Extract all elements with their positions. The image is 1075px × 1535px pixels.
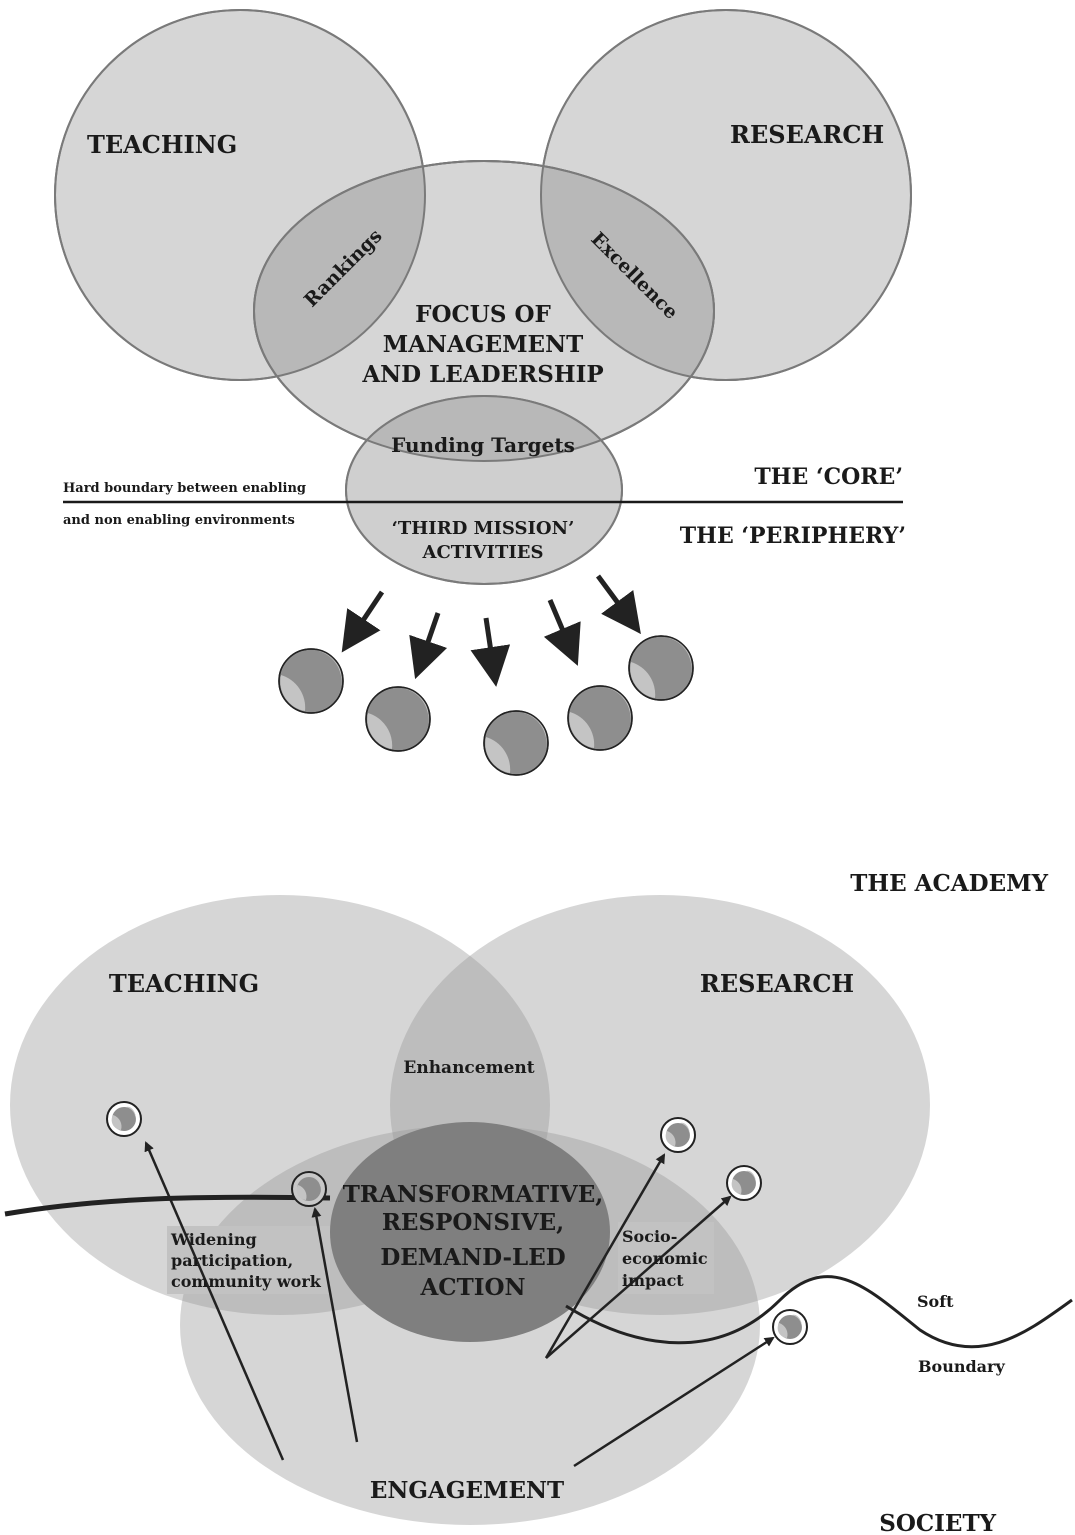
engagement-label: ENGAGEMENT <box>370 1477 564 1504</box>
socio-line-2: economic <box>622 1249 708 1268</box>
arrow-icon <box>573 1336 775 1468</box>
third-mission-line-1: ‘THIRD MISSION’ <box>392 518 575 539</box>
ball-icon <box>483 710 549 776</box>
boundary-label-line-1: Hard boundary between enabling <box>63 481 306 496</box>
bottom-research-label: RESEARCH <box>700 969 854 998</box>
funding-targets-label: Funding Targets <box>391 433 575 457</box>
periphery-arrows <box>341 574 641 687</box>
socio-line-1: Socio- <box>622 1227 677 1246</box>
arrow-icon <box>544 1153 666 1359</box>
focus-line-2: MANAGEMENT <box>383 331 583 358</box>
widening-box <box>167 1226 330 1294</box>
ball-icon <box>772 1309 808 1345</box>
bottom-teaching-label: TEACHING <box>109 969 259 998</box>
rankings-overlap <box>254 161 425 380</box>
arrow-icon <box>311 1207 359 1443</box>
center-action-ellipse <box>330 1122 610 1342</box>
arrow-icon <box>144 1141 285 1461</box>
soft-label: Soft <box>917 1292 954 1311</box>
arrow-icon <box>543 599 581 666</box>
center-line-4: ACTION <box>419 1274 525 1301</box>
periphery-label: THE ‘PERIPHERY’ <box>680 523 906 549</box>
soft-boundary-curve <box>565 1275 1073 1349</box>
center-line-3: DEMAND-LED <box>380 1244 565 1271</box>
arrow-icon <box>470 617 511 687</box>
left-boundary-curve <box>4 1194 331 1217</box>
engagement-balls <box>106 1101 808 1345</box>
ball-icon <box>567 685 633 751</box>
focus-line-1: FOCUS OF <box>415 301 551 328</box>
ball-icon <box>106 1101 142 1137</box>
bottom-diagram: THE ACADEMY TEACHING RESEARCH Enhancemen… <box>4 870 1073 1535</box>
ball-icon <box>660 1117 696 1153</box>
center-line-1: TRANSFORMATIVE, <box>343 1181 604 1208</box>
engagement-arrows <box>144 1141 775 1468</box>
arrow-icon <box>595 574 641 635</box>
boundary-label: Boundary <box>918 1357 1005 1376</box>
ball-icon <box>726 1165 762 1201</box>
top-teaching-label: TEACHING <box>87 130 237 159</box>
enhancement-label: Enhancement <box>403 1058 534 1078</box>
excellence-overlap <box>541 161 714 380</box>
ball-icon <box>628 635 694 701</box>
top-research-label: RESEARCH <box>730 120 884 149</box>
ball-icon <box>291 1171 327 1207</box>
socio-line-3: impact <box>622 1271 684 1290</box>
widening-line-3: community work <box>171 1272 322 1291</box>
academy-label: THE ACADEMY <box>850 870 1048 897</box>
widening-line-2: participation, <box>171 1251 293 1270</box>
top-diagram: TEACHING RESEARCH Rankings Excellence FO… <box>54 9 912 776</box>
focus-line-3: AND LEADERSHIP <box>361 361 603 388</box>
ball-icon <box>365 686 431 752</box>
ball-icon <box>278 648 344 714</box>
widening-line-1: Widening <box>170 1230 257 1249</box>
core-label: THE ‘CORE’ <box>754 464 903 490</box>
center-line-2: RESPONSIVE, <box>382 1209 564 1236</box>
society-label: SOCIETY <box>879 1510 996 1535</box>
arrow-icon <box>545 1195 732 1359</box>
third-mission-line-2: ACTIVITIES <box>421 542 543 563</box>
arrow-icon <box>409 612 448 680</box>
periphery-balls <box>278 635 694 776</box>
boundary-label-line-2: and non enabling environments <box>63 513 295 528</box>
arrow-icon <box>341 590 385 653</box>
